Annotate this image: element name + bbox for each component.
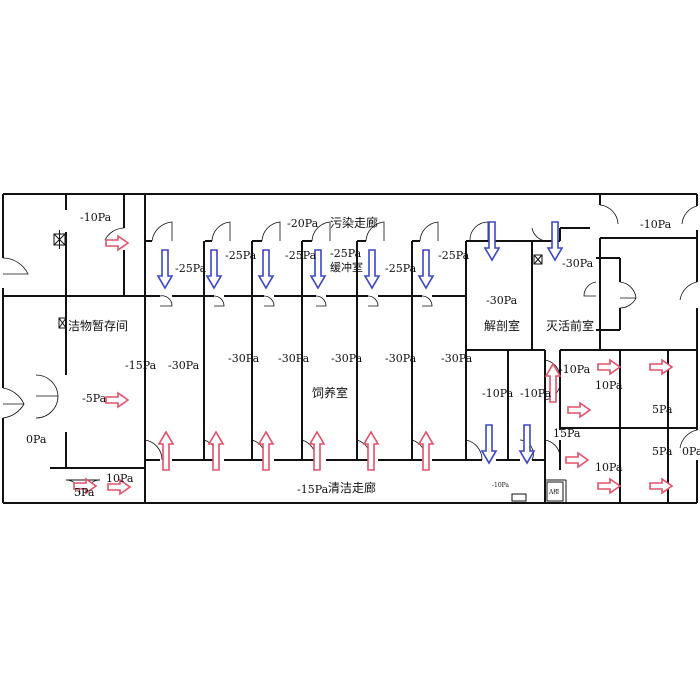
pressure-label: -15Pa <box>125 359 157 372</box>
equipment-markers <box>53 230 564 502</box>
inflow-arrow <box>105 235 129 251</box>
pressure-labels: -10Pa -20Pa -10Pa -25Pa -25Pa -25Pa -25P… <box>26 211 700 499</box>
room-kill-anteroom: 灭活前室 <box>546 318 594 333</box>
inflow-arrow <box>363 431 379 471</box>
pressure-label: -30Pa <box>278 352 310 365</box>
pressure-label: -10Pa <box>482 387 514 400</box>
room-feeding: 饲养室 <box>312 385 348 400</box>
room-clean-storage: 洁物暂存间 <box>68 319 128 333</box>
walls <box>2 193 698 504</box>
inflow-arrow <box>258 431 274 471</box>
pressure-label: -25Pa <box>385 262 417 275</box>
pressure-label: 10Pa <box>106 472 134 485</box>
pressure-label: -20Pa <box>287 217 319 230</box>
pressure-label: -10Pa <box>640 218 672 231</box>
room-dissection: 解剖室 <box>484 318 520 333</box>
room-labels: 污染走廊 缓冲室 洁物暂存间 饲养室 解剖室 灭活前室 清洁走廊 A柜 <box>68 215 594 496</box>
inflow-arrow <box>309 431 325 471</box>
pressure-label: -15Pa <box>297 483 329 496</box>
pressure-label: -5Pa <box>82 392 107 405</box>
pressure-label: -10Pa <box>492 482 509 489</box>
pressure-label: -30Pa <box>441 352 473 365</box>
room-buffer: 缓冲室 <box>330 260 363 274</box>
pressure-label: -25Pa <box>225 249 257 262</box>
pressure-label: -30Pa <box>385 352 417 365</box>
pressure-label: -25Pa <box>438 249 470 262</box>
pressure-label: 15Pa <box>553 427 581 440</box>
pressure-label: -30Pa <box>168 359 200 372</box>
inflow-arrow <box>158 431 174 471</box>
pressure-label: -30Pa <box>331 352 363 365</box>
pressure-label: -30Pa <box>562 257 594 270</box>
pressure-label: -25Pa <box>175 262 207 275</box>
pressure-label: 10Pa <box>595 461 623 474</box>
outflow-arrow <box>258 249 274 289</box>
outflow-arrow <box>157 249 173 289</box>
inflow-arrow <box>597 359 621 375</box>
pressure-label: 5Pa <box>652 445 673 458</box>
pressure-label: 5Pa <box>652 403 673 416</box>
inflow-arrow <box>208 431 224 471</box>
inflow-arrow <box>418 431 434 471</box>
outflow-arrow <box>206 249 222 289</box>
pressure-label: 10Pa <box>595 379 623 392</box>
inflow-arrow <box>105 392 129 408</box>
room-clean-corridor: 清洁走廊 <box>328 480 376 495</box>
inflow-arrow <box>567 402 591 418</box>
pressure-label: 0Pa <box>682 445 700 458</box>
inflow-arrow <box>519 424 535 464</box>
room-dirty-corridor: 污染走廊 <box>330 215 378 230</box>
outflow-arrow <box>364 249 380 289</box>
outflow-arrow <box>418 249 434 289</box>
inflow-arrow <box>565 452 589 468</box>
pressure-label: -10Pa <box>520 387 552 400</box>
pressure-label: -10Pa <box>559 363 591 376</box>
inflow-arrow <box>481 424 497 464</box>
pressure-label: 0Pa <box>26 433 47 446</box>
pressure-label: -25Pa <box>285 249 317 262</box>
pressure-label: -10Pa <box>80 211 112 224</box>
pressure-label: -30Pa <box>486 294 518 307</box>
pressure-label: 5Pa <box>74 486 95 499</box>
pressure-label: -25Pa <box>330 247 362 260</box>
pressure-label: -30Pa <box>228 352 260 365</box>
room-cabinet: A柜 <box>548 488 559 496</box>
inflow-arrow <box>597 478 621 494</box>
